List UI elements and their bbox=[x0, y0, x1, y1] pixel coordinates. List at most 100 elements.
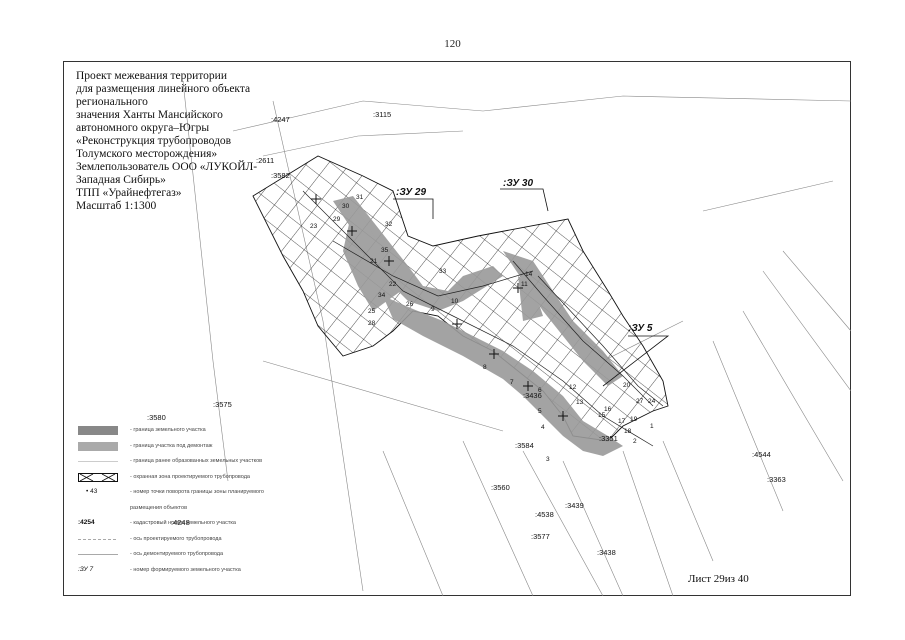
cad-number: :3582 bbox=[271, 171, 290, 180]
point-number: 2 bbox=[633, 438, 637, 445]
parcel-label-5: :ЗУ 5 bbox=[628, 323, 653, 334]
legend-text: - охранная зона проектируемого трубопров… bbox=[130, 473, 250, 480]
title-line: для размещения линейного объекта bbox=[76, 83, 251, 95]
point-number: 35 bbox=[381, 247, 389, 254]
parcel-leaders bbox=[393, 188, 670, 387]
title-line: Масштаб 1:1300 bbox=[76, 200, 157, 212]
cad-number: :3436 bbox=[523, 391, 542, 400]
cad-number: :3560 bbox=[491, 483, 510, 492]
cad-number: :3351 bbox=[599, 434, 618, 443]
cad-number: :3580 bbox=[147, 413, 166, 422]
cad-number: :4247 bbox=[271, 115, 290, 124]
title-line: Проект межевания территории bbox=[76, 70, 227, 82]
point-number: 4 bbox=[541, 424, 545, 431]
cad-number: :3439 bbox=[565, 501, 584, 510]
point-number: 15 bbox=[598, 412, 606, 419]
point-number: 13 bbox=[576, 399, 584, 406]
point-number: 3 bbox=[546, 456, 550, 463]
legend: - граница земельного участка - граница у… bbox=[78, 424, 328, 579]
page-number: 120 bbox=[444, 38, 461, 50]
point-number: 19 bbox=[630, 416, 638, 423]
parcel-dismantle-symbol bbox=[78, 441, 118, 451]
previous-boundary-symbol bbox=[78, 461, 118, 462]
point-number: 9 bbox=[431, 306, 435, 313]
point-number: 23 bbox=[310, 223, 318, 230]
legend-item: размещения объектов bbox=[78, 502, 328, 518]
legend-text: - ось проектируемого трубопровода bbox=[130, 535, 222, 542]
point-number: 20 bbox=[623, 382, 631, 389]
cad-number: :4248 bbox=[171, 518, 190, 527]
parcel-boundary-symbol bbox=[78, 426, 118, 435]
cad-number: :3115 bbox=[373, 110, 391, 119]
legend-text: - граница участка под демонтаж bbox=[130, 442, 213, 449]
point-number: 26 bbox=[406, 301, 414, 308]
title-line: Толумского месторождения» bbox=[76, 148, 218, 160]
legend-text: - номер точки поворота границы зоны план… bbox=[130, 489, 264, 495]
legend-text: - кадастровый номер земельного участка bbox=[130, 520, 236, 526]
legend-item: - граница ранее образованных земельных у… bbox=[78, 455, 328, 471]
point-number: 30 bbox=[342, 203, 350, 210]
pipeline-axes bbox=[302, 190, 664, 447]
title-line: значения Ханты Мансийского bbox=[76, 109, 223, 121]
cad-number: :4538 bbox=[535, 510, 554, 519]
point-number: 14 bbox=[525, 271, 533, 278]
parcel-label-29: :ЗУ 29 bbox=[396, 187, 426, 198]
title-line: Землепользователь ООО «ЛУКОЙЛ- bbox=[76, 161, 258, 173]
cross-markers bbox=[311, 194, 568, 421]
point-number: 24 bbox=[648, 398, 656, 405]
cad-number: :3584 bbox=[515, 441, 534, 450]
title-line: «Реконструкция трубопроводов bbox=[76, 135, 232, 147]
point-number: 22 bbox=[389, 281, 397, 288]
point-number: 16 bbox=[604, 406, 612, 413]
legend-text: - ось демонтируемого трубопровода bbox=[130, 551, 224, 557]
point-number: 31 bbox=[356, 194, 364, 201]
legend-item: - охранная зона проектируемого трубопров… bbox=[78, 471, 328, 487]
point-number: 32 bbox=[385, 221, 393, 228]
legend-item: • 43 - номер точки поворота границы зоны… bbox=[78, 486, 328, 502]
point-number: 6 bbox=[538, 387, 542, 394]
legend-item: - ось демонтируемого трубопровода bbox=[78, 548, 328, 564]
legend-text: - граница земельного участка bbox=[130, 427, 206, 433]
title-line: регионального bbox=[76, 96, 148, 108]
point-number: 34 bbox=[378, 292, 386, 299]
point-number: 10 bbox=[451, 298, 459, 305]
line-proj-symbol bbox=[78, 538, 118, 540]
point-number: 11 bbox=[521, 281, 528, 288]
point-number: 5 bbox=[538, 408, 542, 415]
cad-number: :2611 bbox=[256, 156, 274, 165]
cad-number-symbol: :4254 bbox=[78, 519, 95, 526]
cadastral-numbers: :3115 :4247 :2611 :3582 :3580 :3575 :358… bbox=[147, 110, 786, 557]
title-line: ТПП «Урайнефтегаз» bbox=[76, 187, 182, 199]
map-frame bbox=[63, 61, 851, 596]
map-canvas: :ЗУ 29 :ЗУ 30 :ЗУ 5 :3115 :4247 :2611 :3… bbox=[147, 80, 851, 596]
point-number: 25 bbox=[368, 308, 376, 315]
legend-text: размещения объектов bbox=[130, 504, 187, 511]
legend-item: :ЗУ 7 - номер формируемого земельного уч… bbox=[78, 564, 328, 580]
point-number: 8 bbox=[483, 364, 487, 371]
cad-number: :3575 bbox=[213, 400, 232, 409]
sheet-label: Лист 29из 40 bbox=[688, 573, 749, 585]
map-title: Проект межевания территории для размещен… bbox=[76, 70, 316, 213]
legend-item: :4254 - кадастровый номер земельного уча… bbox=[78, 517, 328, 533]
legend-text: - номер формируемого земельного участка bbox=[130, 566, 241, 573]
parcel-label-30: :ЗУ 30 bbox=[503, 178, 533, 189]
point-number: 33 bbox=[439, 268, 447, 275]
cad-number: :4544 bbox=[752, 450, 771, 459]
cad-number: :3438 bbox=[597, 548, 616, 557]
legend-text: - граница ранее образованных земельных у… bbox=[130, 458, 263, 464]
cad-number: :3577 bbox=[531, 532, 550, 541]
point-number: 1 bbox=[650, 423, 654, 430]
line-dem-symbol bbox=[78, 554, 118, 555]
point-number: 12 bbox=[569, 384, 577, 391]
point-number: 21 bbox=[370, 258, 378, 265]
point-symbol: • 43 bbox=[86, 488, 98, 495]
point-number: 7 bbox=[510, 379, 514, 386]
point-number: 28 bbox=[368, 320, 376, 327]
point-number: 27 bbox=[636, 398, 644, 405]
point-number: 29 bbox=[333, 216, 341, 223]
legend-item: - ось проектируемого трубопровода bbox=[78, 533, 328, 549]
point-number: 17 bbox=[618, 418, 626, 425]
legend-item: - граница земельного участка bbox=[78, 424, 328, 440]
point-number: 18 bbox=[624, 428, 632, 435]
parcel-code-symbol: :ЗУ 7 bbox=[78, 565, 94, 573]
